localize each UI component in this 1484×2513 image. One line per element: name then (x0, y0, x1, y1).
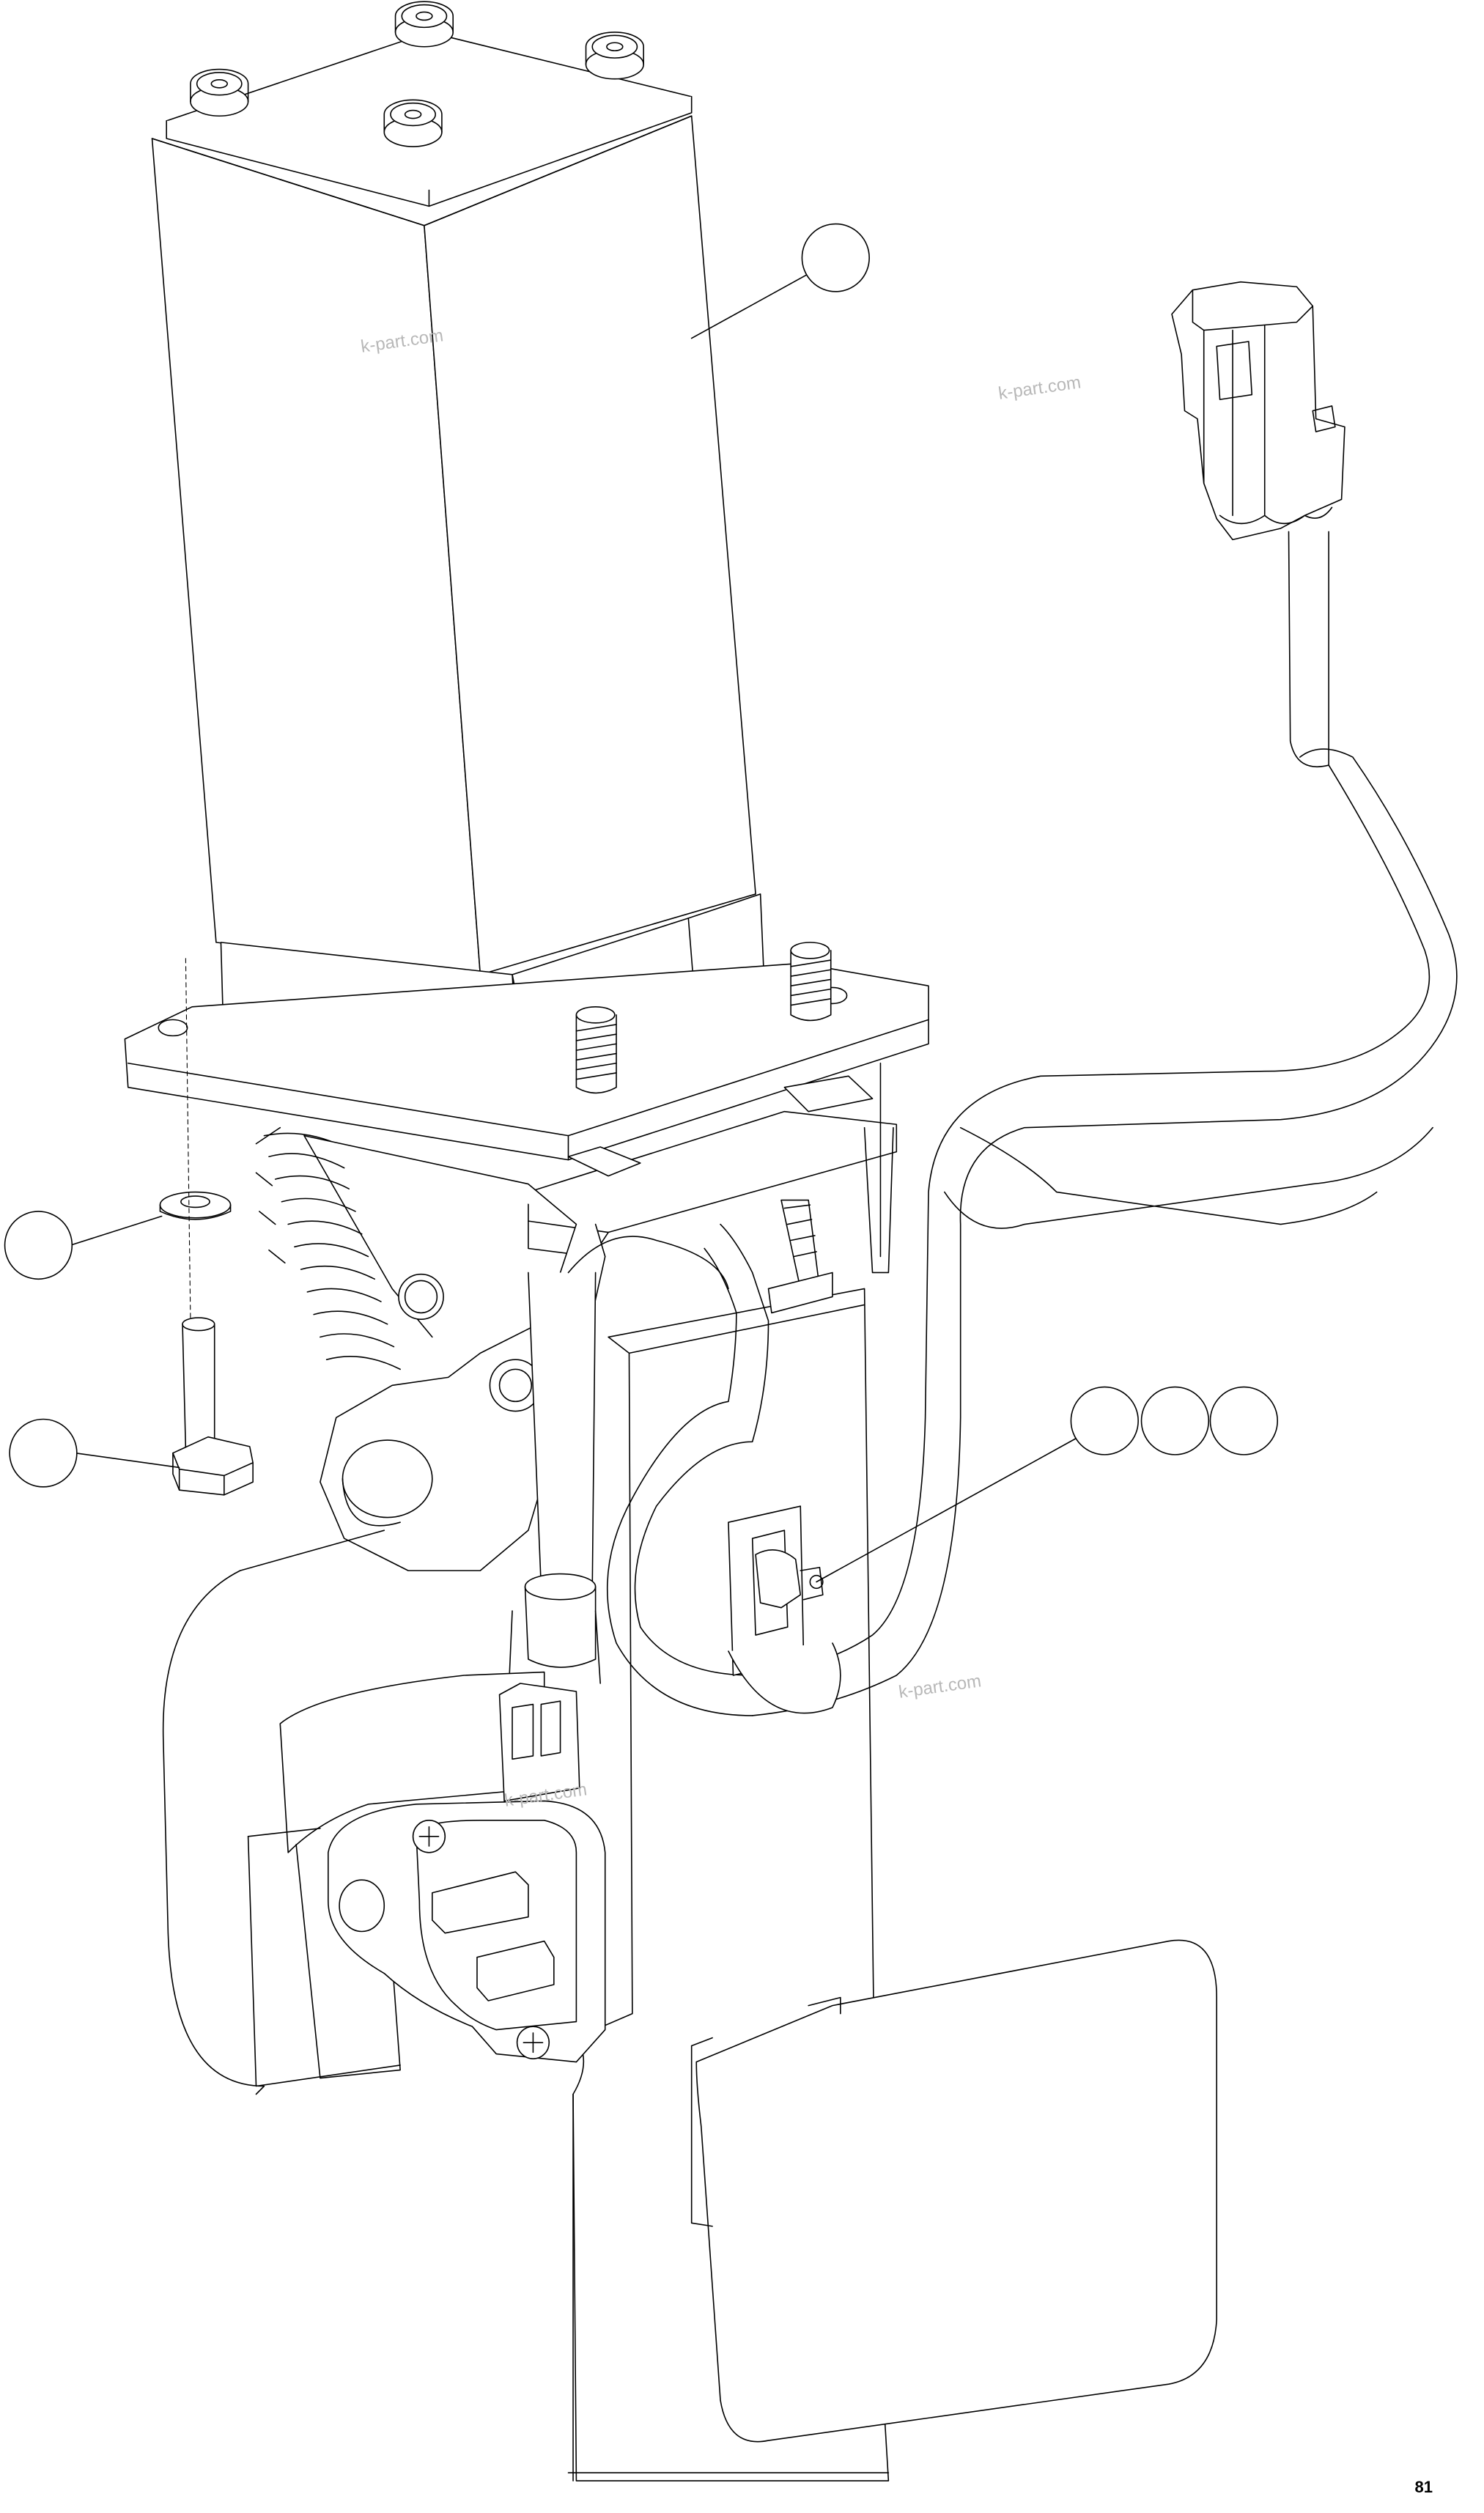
callout-circle (1210, 1387, 1277, 1455)
cap-screw (586, 32, 644, 79)
cap-screw (384, 100, 442, 147)
pedal-pad (692, 1940, 1217, 2441)
callout-circle (10, 1420, 77, 1487)
cap-screw (191, 70, 248, 117)
leader-line (75, 1453, 180, 1468)
electrical-connector (1172, 282, 1345, 540)
washer (160, 1192, 230, 1219)
callout-circle (802, 224, 869, 292)
leader-line (816, 1439, 1076, 1582)
harness-clip (728, 1506, 841, 1713)
leader-line (692, 274, 808, 339)
base-housing (163, 1530, 544, 2094)
cap-screw (396, 1, 454, 47)
lower-bracket (528, 1063, 896, 1273)
return-spring (256, 1128, 401, 1370)
callout-circle (1071, 1387, 1138, 1455)
bolt (173, 1318, 253, 1495)
threaded-stud (576, 1007, 616, 1093)
callout-circle (1142, 1387, 1209, 1455)
sensor-connector (500, 1683, 580, 1801)
threaded-stud (791, 942, 831, 1021)
assembly-axis (185, 959, 191, 1321)
figure-number: 81 (1414, 2478, 1433, 2496)
callout-circle (5, 1211, 73, 1279)
actuator-body (152, 116, 756, 975)
linkage-rod (509, 1236, 728, 1683)
cable-harness (608, 531, 1457, 1716)
adjuster-screw (769, 1200, 833, 1313)
position-sensor (328, 1801, 605, 2062)
leader-line (70, 1217, 162, 1246)
